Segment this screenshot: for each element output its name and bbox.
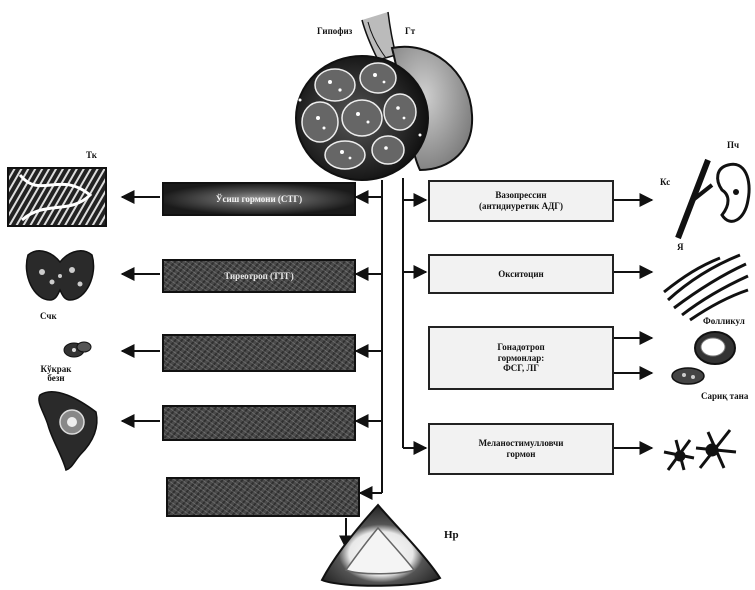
vasopressin-label-line2: (антидиуретик АДГ)	[479, 201, 563, 212]
follicle-illustration	[695, 332, 735, 364]
breast-gland-label: Кўкрак безн	[36, 365, 76, 384]
gonadotropic-label-line2: гормонлар:	[497, 353, 544, 364]
melanocyte-illustration	[664, 430, 736, 470]
blood-vessel-illustration	[678, 160, 712, 238]
adrenal-gland-illustration	[322, 505, 440, 586]
thyroid-label: Счк	[40, 312, 57, 321]
oxytocin-box: Окситоцин	[428, 254, 614, 294]
kidney-illustration	[718, 164, 749, 221]
gonadotropic-box: Гонадотроп гормонлар: ФСГ, ЛГ	[428, 326, 614, 390]
oxytocin-label: Окситоцин	[498, 269, 544, 280]
gonadotropic-label-line3: ФСГ, ЛГ	[497, 363, 544, 374]
growth-hormone-box: Ўсиш гормони (СТГ)	[162, 182, 356, 216]
breast-gland-cell-illustration	[39, 392, 97, 470]
bone-tissue-illustration	[8, 168, 106, 226]
posterior-lobe-label: Гт	[405, 27, 415, 36]
kidney-label: Пч	[727, 141, 739, 150]
bone-tissue-label: Тк	[86, 151, 97, 160]
breast-gland-label-line2: безн	[36, 374, 76, 383]
vasopressin-box: Вазопрессин (антидиуретик АДГ)	[428, 180, 614, 222]
left-hormone-box-3	[162, 334, 356, 372]
gonadotropic-label-line1: Гонадотроп	[497, 342, 544, 353]
thyrotropic-hormone-box: Тиреотроп (ТТГ)	[162, 259, 356, 293]
vessel-label: Кс	[660, 178, 670, 187]
melanostimulating-box: Меланостимулловчи гормон	[428, 423, 614, 475]
pituitary-gland-illustration	[296, 12, 472, 180]
growth-hormone-label: Ўсиш гормони (СТГ)	[216, 194, 302, 205]
adrenal-label: Нр	[444, 530, 459, 542]
follicle-label: Фолликул	[703, 317, 745, 326]
corpus-luteum-label: Сариқ тана	[701, 392, 748, 401]
corpus-luteum-illustration	[672, 368, 704, 384]
smooth-muscle-illustration	[664, 255, 748, 320]
vasopressin-label-line1: Вазопрессин	[479, 190, 563, 201]
breast-gland-small-illustration	[64, 342, 91, 357]
melanostimulating-label-line1: Меланостимулловчи	[479, 438, 564, 449]
left-hormone-box-4	[162, 405, 356, 441]
left-hormone-box-5	[166, 477, 360, 517]
melanostimulating-label-line2: гормон	[479, 449, 564, 460]
pituitary-label: Гипофиз	[317, 27, 352, 36]
thyrotropic-hormone-label: Тиреотроп (ТТГ)	[224, 271, 294, 282]
thyroid-gland-illustration	[26, 251, 93, 300]
muscle-label: Я	[677, 243, 684, 252]
